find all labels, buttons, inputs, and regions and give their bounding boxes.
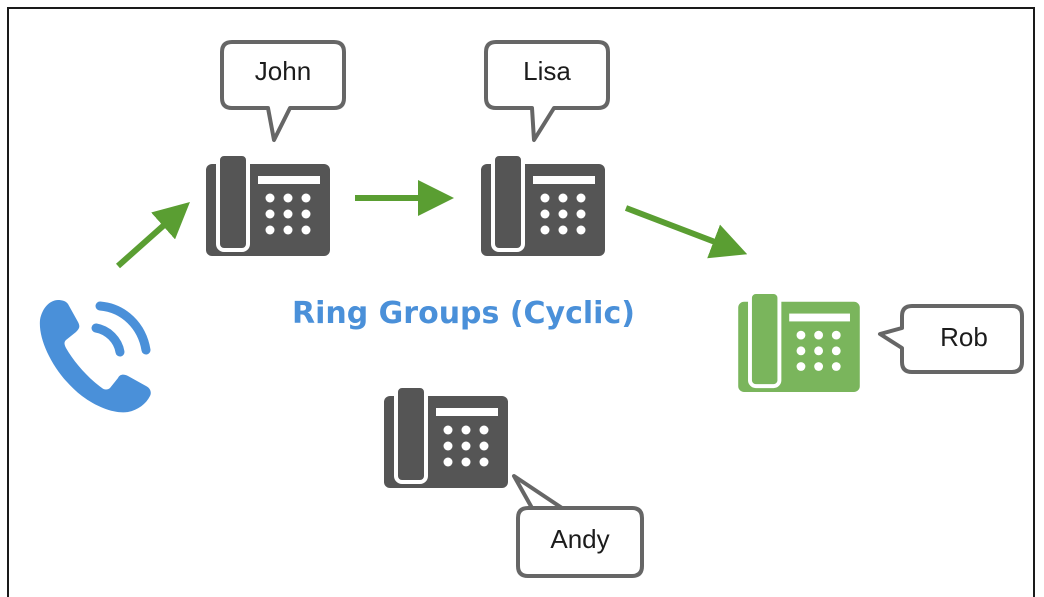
desk-phone-icon-andy xyxy=(384,386,508,488)
member-name-andy: Andy xyxy=(550,524,610,554)
diagram-frame xyxy=(7,7,1035,597)
arrow-caller-to-john xyxy=(116,202,190,269)
speech-bubble-john: John xyxy=(220,40,346,150)
diagram-title: Ring Groups (Cyclic) xyxy=(292,296,635,331)
speech-bubble-rob: Rob xyxy=(878,304,1026,378)
speech-bubble-andy: Andy xyxy=(512,474,644,580)
caller-handset-icon xyxy=(36,298,156,421)
member-name-lisa: Lisa xyxy=(523,56,571,86)
member-name-rob: Rob xyxy=(940,322,988,352)
desk-phone-icon-john xyxy=(206,154,330,256)
desk-phone-icon-lisa xyxy=(481,154,605,256)
arrow-lisa-to-rob xyxy=(624,205,748,259)
speech-bubble-lisa: Lisa xyxy=(484,40,610,150)
desk-phone-icon-rob-ringing xyxy=(738,292,860,392)
member-name-john: John xyxy=(254,56,312,86)
